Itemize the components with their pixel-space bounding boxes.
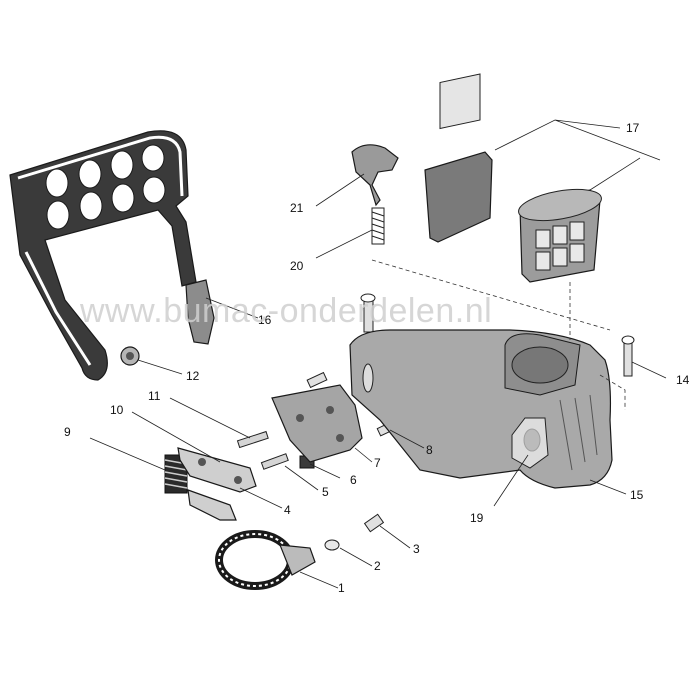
callout-20: 20 (290, 259, 304, 273)
assembly-lines (371, 259, 626, 410)
callout-17: 17 (626, 121, 640, 135)
watermark-text: www.bumac-onderdelen.nl (79, 292, 492, 330)
brake-lever (177, 447, 257, 521)
callout-21: 21 (290, 201, 304, 215)
callout-10: 10 (110, 403, 124, 417)
callout-15: 15 (630, 488, 644, 502)
pins (236, 430, 315, 470)
leader-lines (89, 119, 667, 589)
bush (120, 346, 140, 366)
housing (349, 329, 613, 489)
brake-spring (164, 454, 188, 494)
callout-14: 14 (676, 373, 690, 387)
callout-16: 16 (258, 313, 272, 327)
hand-guard (9, 130, 215, 381)
callout-11: 11 (148, 389, 161, 403)
callout-8: 8 (426, 443, 433, 457)
callout-1: 1 (338, 581, 345, 595)
callout-4: 4 (284, 503, 291, 517)
filter-knob (351, 144, 399, 245)
callout-5: 5 (322, 485, 329, 499)
callout-12: 12 (186, 369, 200, 383)
callout-7: 7 (374, 456, 381, 470)
cover-plate (271, 384, 363, 463)
hand-guard-holes (45, 144, 166, 230)
callout-2: 2 (374, 559, 381, 573)
callout-labels: 1 2 3 4 5 6 7 8 9 10 11 12 14 15 16 17 1… (64, 121, 690, 595)
air-filters (424, 73, 602, 283)
callout-3: 3 (413, 542, 420, 556)
brake-band (215, 530, 316, 590)
callout-9: 9 (64, 425, 71, 439)
callout-19: 19 (470, 511, 484, 525)
callout-6: 6 (350, 473, 357, 487)
